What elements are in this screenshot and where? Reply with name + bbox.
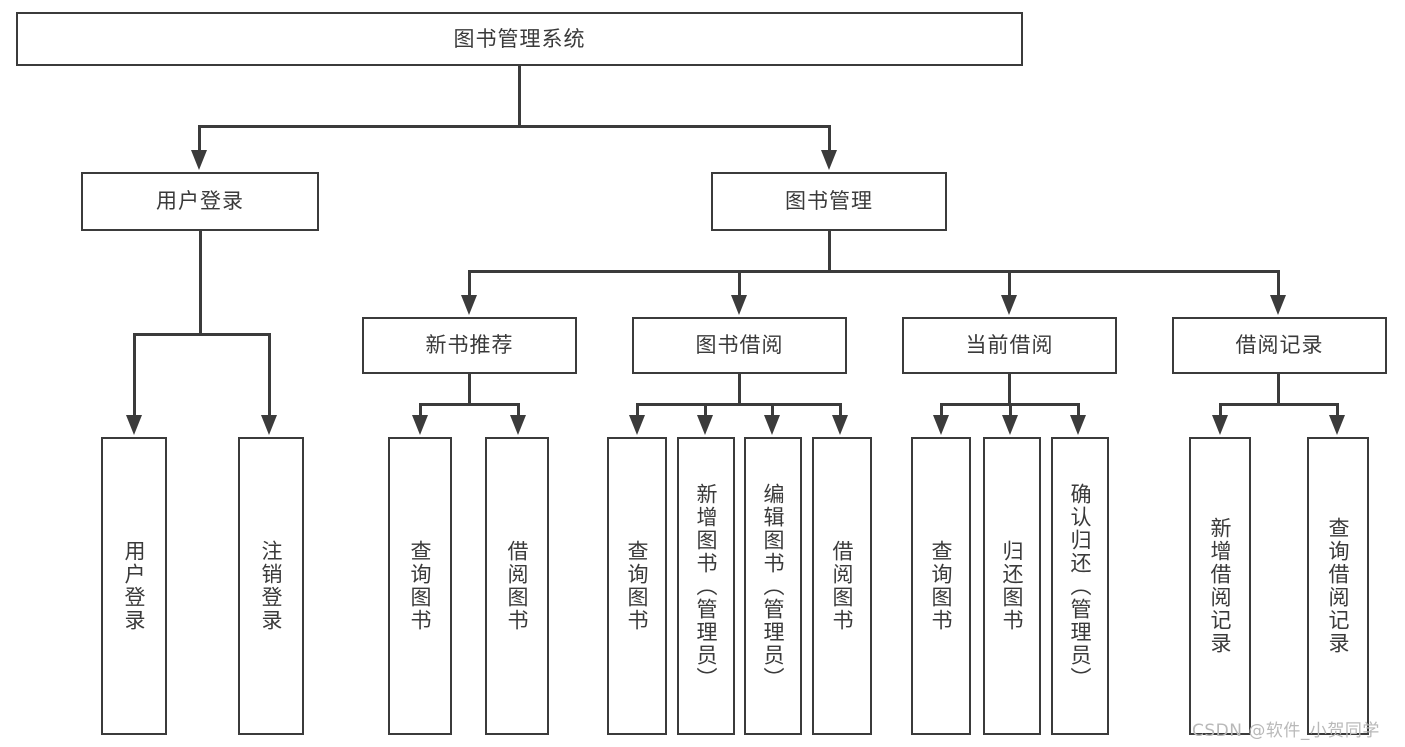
arrow-to-leaf-add-record (1212, 415, 1228, 435)
node-leaf-query-book-1[interactable]: 查询图书 (388, 437, 452, 735)
node-label: 新书推荐 (425, 333, 514, 358)
connector-nbr-drop-2 (517, 403, 520, 417)
node-book-manage[interactable]: 图书管理 (711, 172, 947, 231)
connector-user-login-bar (133, 333, 271, 336)
node-label: 借阅记录 (1235, 333, 1324, 358)
csdn-watermark: CSDN @软件_小贺同学 (1192, 721, 1380, 741)
connector-br-stem (1277, 374, 1280, 405)
node-label: 归还图书 (1000, 540, 1025, 632)
arrow-to-leaf-confirm-return (1070, 415, 1086, 435)
connector-bb-bar (636, 403, 841, 406)
connector-root-stem (518, 66, 521, 125)
node-label: 查询借阅记录 (1326, 517, 1351, 655)
arrow-to-leaf-query-book-2 (629, 415, 645, 435)
arrow-to-leaf-edit-book (764, 415, 780, 435)
arrow-to-book-manage (821, 150, 837, 170)
connector-bb-drop-3 (771, 403, 774, 417)
node-label: 图书借阅 (695, 333, 784, 358)
node-current-borrow[interactable]: 当前借阅 (902, 317, 1117, 374)
connector-cb-drop-1 (940, 403, 943, 417)
connector-br-drop-2 (1336, 403, 1339, 417)
arrow-to-leaf-query-book-1 (412, 415, 428, 435)
node-leaf-borrow-book-1[interactable]: 借阅图书 (485, 437, 549, 735)
node-borrow-record[interactable]: 借阅记录 (1172, 317, 1387, 374)
arrow-to-leaf-borrow-book-1 (510, 415, 526, 435)
connector-bm-drop-2 (738, 270, 741, 295)
connector-br-drop-1 (1219, 403, 1222, 417)
arrow-to-leaf-borrow-book-2 (832, 415, 848, 435)
connector-bm-drop-4 (1277, 270, 1280, 295)
connector-root-bar (198, 125, 830, 128)
arrow-to-user-login (191, 150, 207, 170)
node-label: 借阅图书 (505, 540, 530, 632)
connector-bb-drop-4 (839, 403, 842, 417)
connector-bb-drop-1 (636, 403, 639, 417)
node-leaf-borrow-book-2[interactable]: 借阅图书 (812, 437, 872, 735)
arrow-to-leaf-user-login (126, 415, 142, 435)
arrow-to-leaf-logout (261, 415, 277, 435)
node-leaf-logout[interactable]: 注销登录 (238, 437, 304, 735)
connector-bm-drop-3 (1008, 270, 1011, 295)
connector-bb-stem (738, 374, 741, 405)
arrow-to-book-borrow (731, 295, 747, 315)
node-label: 编辑图书（管理员） (761, 482, 786, 690)
connector-nbr-bar (419, 403, 520, 406)
node-leaf-user-login[interactable]: 用户登录 (101, 437, 167, 735)
arrow-to-leaf-query-book-3 (933, 415, 949, 435)
node-leaf-add-record[interactable]: 新增借阅记录 (1189, 437, 1251, 735)
node-label: 用户登录 (156, 189, 244, 214)
connector-nbr-drop-1 (419, 403, 422, 417)
connector-root-drop-left (198, 125, 201, 150)
connector-cb-drop-2 (1009, 403, 1012, 417)
node-leaf-confirm-return[interactable]: 确认归还（管理员） (1051, 437, 1109, 735)
connector-book-manage-bar (468, 270, 1279, 273)
connector-cb-drop-3 (1077, 403, 1080, 417)
connector-nbr-stem (468, 374, 471, 405)
connector-br-bar (1219, 403, 1339, 406)
connector-cb-stem (1008, 374, 1011, 405)
arrow-to-new-book-rec (461, 295, 477, 315)
node-leaf-add-book[interactable]: 新增图书（管理员） (677, 437, 735, 735)
connector-book-manage-stem (828, 231, 831, 272)
connector-bb-drop-2 (704, 403, 707, 417)
node-label: 图书管理 (785, 189, 873, 214)
arrow-to-leaf-add-book (697, 415, 713, 435)
node-new-book-rec[interactable]: 新书推荐 (362, 317, 577, 374)
node-label: 查询图书 (625, 540, 650, 632)
arrow-to-borrow-record (1270, 295, 1286, 315)
node-leaf-return-book[interactable]: 归还图书 (983, 437, 1041, 735)
node-label: 查询图书 (408, 540, 433, 632)
arrow-to-current-borrow (1001, 295, 1017, 315)
node-label: 新增借阅记录 (1208, 517, 1233, 655)
node-label: 注销登录 (259, 540, 284, 632)
arrow-to-leaf-query-record (1329, 415, 1345, 435)
connector-bm-drop-1 (468, 270, 471, 295)
connector-user-login-stem (199, 231, 202, 335)
node-leaf-edit-book[interactable]: 编辑图书（管理员） (744, 437, 802, 735)
node-root-system[interactable]: 图书管理系统 (16, 12, 1023, 66)
node-label: 当前借阅 (965, 333, 1054, 358)
arrow-to-leaf-return-book (1002, 415, 1018, 435)
node-leaf-query-record[interactable]: 查询借阅记录 (1307, 437, 1369, 735)
node-book-borrow[interactable]: 图书借阅 (632, 317, 847, 374)
connector-root-drop-right (828, 125, 831, 150)
node-label: 用户登录 (122, 540, 147, 632)
connector-user-login-drop-1 (133, 333, 136, 417)
node-label: 图书管理系统 (453, 26, 586, 51)
node-label: 确认归还（管理员） (1068, 482, 1093, 690)
node-leaf-query-book-2[interactable]: 查询图书 (607, 437, 667, 735)
node-user-login[interactable]: 用户登录 (81, 172, 319, 231)
node-label: 新增图书（管理员） (694, 482, 719, 690)
node-leaf-query-book-3[interactable]: 查询图书 (911, 437, 971, 735)
node-label: 借阅图书 (830, 540, 855, 632)
node-label: 查询图书 (929, 540, 954, 632)
connector-user-login-drop-2 (268, 333, 271, 417)
